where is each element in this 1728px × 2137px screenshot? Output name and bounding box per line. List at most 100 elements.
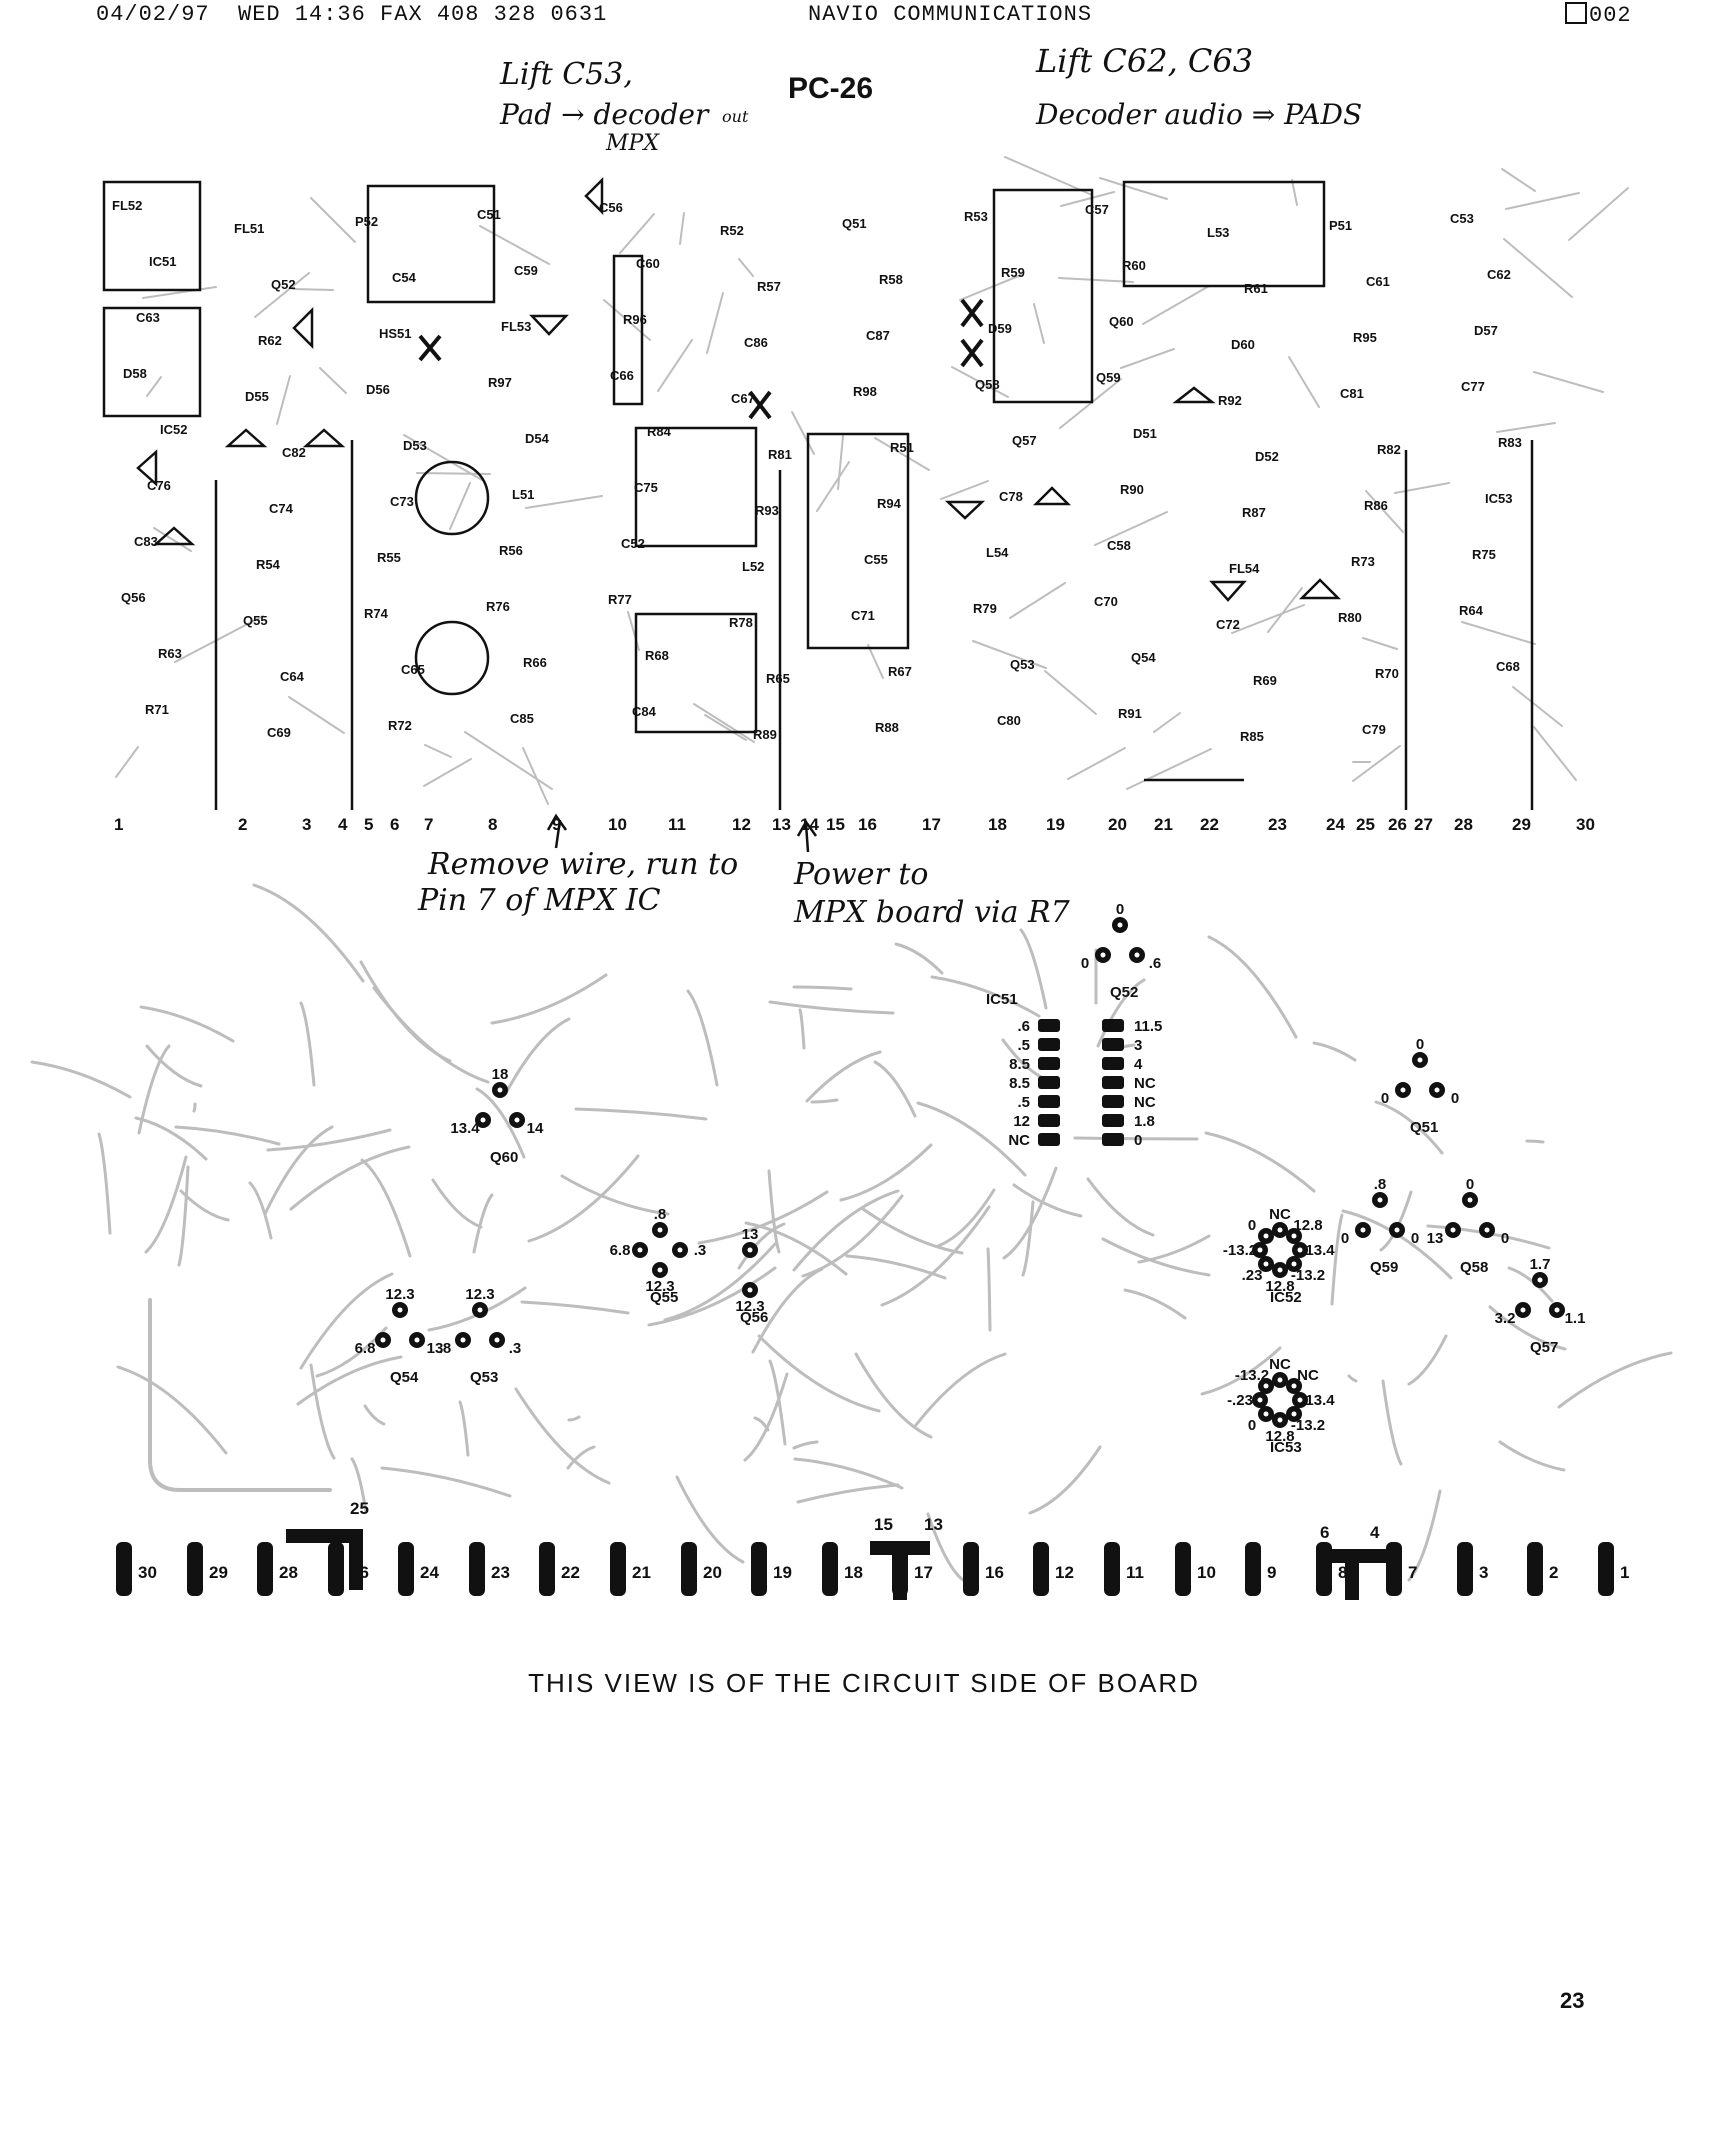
pcb-trace xyxy=(144,1155,188,1254)
note-power-2: MPX board via R7 xyxy=(793,895,1071,930)
arrow-icon xyxy=(796,819,818,853)
pcb-trace xyxy=(1153,712,1181,733)
edge-finger xyxy=(1598,1542,1614,1596)
solder-pad-hole xyxy=(637,1247,643,1253)
pcb-trace xyxy=(520,1300,630,1315)
pcb-trace xyxy=(248,1181,273,1240)
voltage-reading: 12.3 xyxy=(385,1286,414,1303)
voltage-reading: 13.4 xyxy=(1305,1242,1335,1259)
pcb-trace xyxy=(1028,1445,1102,1515)
component-label: Q60 xyxy=(1109,314,1134,329)
transistor-q53-symbol xyxy=(1209,580,1247,602)
solder-pad-hole xyxy=(477,1307,483,1313)
solder-pad-hole xyxy=(1360,1227,1366,1233)
pcb-trace xyxy=(837,435,844,490)
pcb-trace xyxy=(1204,1131,1316,1193)
pcb-trace xyxy=(310,197,356,243)
pin-number: 4 xyxy=(338,815,348,834)
pcb-trace xyxy=(137,1044,171,1135)
pcb-trace xyxy=(1496,422,1556,433)
pcb-trace xyxy=(449,482,471,530)
edge-finger-label: 23 xyxy=(491,1563,510,1582)
pcb-trace xyxy=(1231,604,1305,634)
solder-pad-hole xyxy=(747,1287,753,1293)
pcb-trace xyxy=(1291,179,1298,206)
voltage-reading: NC xyxy=(1297,1367,1319,1384)
component-label: C79 xyxy=(1362,722,1386,737)
note-power-1: Power to xyxy=(793,857,928,892)
solder-pad-hole xyxy=(1394,1227,1400,1233)
voltage-reading: 0 xyxy=(1451,1090,1459,1107)
pcb-trace xyxy=(1505,192,1580,210)
component-label: R74 xyxy=(364,606,389,621)
transistor-q56-symbol xyxy=(944,500,986,520)
edge-finger xyxy=(1245,1542,1261,1596)
transistor-q57-symbol xyxy=(152,526,196,546)
edge-finger-top-label: 25 xyxy=(350,1499,369,1518)
pcb-trace xyxy=(798,1008,806,1050)
voltage-reading: 13 xyxy=(427,1340,444,1357)
test-point-ref: IC52 xyxy=(1270,1289,1302,1306)
ic-pad xyxy=(1102,1095,1124,1108)
solder-pad-hole xyxy=(380,1337,386,1343)
voltage-reading: .6 xyxy=(1149,955,1162,972)
voltage-reading: 0 xyxy=(1501,1230,1509,1247)
component-label: P51 xyxy=(1329,218,1352,233)
component-label: C54 xyxy=(392,270,417,285)
pcb-trace xyxy=(697,1190,829,1245)
pcb-trace xyxy=(1330,1213,1344,1306)
edge-finger-label: 11 xyxy=(1126,1563,1144,1582)
component-label: C87 xyxy=(866,328,890,343)
edge-finger-label: 22 xyxy=(561,1563,580,1582)
component-label: P52 xyxy=(355,214,378,229)
ic51-outline xyxy=(612,254,644,406)
pcb-trace xyxy=(1004,156,1093,196)
pin-number: 2 xyxy=(238,815,247,834)
component-label: C71 xyxy=(851,608,875,623)
component-label: FL51 xyxy=(234,221,264,236)
ic-pin-voltage: 0 xyxy=(1134,1132,1142,1149)
voltage-reading: .3 xyxy=(694,1242,707,1259)
solder-pad-hole xyxy=(1467,1197,1473,1203)
edge-finger-label: 9 xyxy=(1267,1563,1276,1582)
pcb-trace xyxy=(679,212,685,245)
pcb-trace xyxy=(793,1457,904,1490)
component-label: R70 xyxy=(1375,666,1399,681)
component-label: C86 xyxy=(744,335,768,350)
pcb-trace xyxy=(791,411,815,455)
component-label: R59 xyxy=(1001,265,1025,280)
edge-finger-label: 30 xyxy=(138,1563,157,1582)
voltage-reading: 12.8 xyxy=(1265,1278,1294,1295)
component-label: R95 xyxy=(1353,330,1377,345)
pcb-trace xyxy=(1533,726,1577,781)
component-label: R89 xyxy=(753,727,777,742)
component-label: C82 xyxy=(282,445,306,460)
edge-finger-label: 24 xyxy=(420,1563,439,1582)
edge-finger-label: 20 xyxy=(703,1563,722,1582)
voltage-reading: .8 xyxy=(439,1340,452,1357)
component-label: R51 xyxy=(890,440,914,455)
edge-finger-label: 8 xyxy=(1338,1563,1347,1582)
pcb-trace xyxy=(1374,1100,1444,1155)
pcb-trace xyxy=(192,1102,197,1113)
pcb-trace xyxy=(737,1222,786,1270)
component-label: D55 xyxy=(245,389,269,404)
pcb-trace xyxy=(574,1107,708,1121)
component-label: R85 xyxy=(1240,729,1264,744)
component-label: D56 xyxy=(366,382,390,397)
solder-pad-hole xyxy=(747,1247,753,1253)
voltage-reading: 0 xyxy=(1248,1417,1256,1434)
pcb-trace xyxy=(1058,277,1134,283)
component-label: R65 xyxy=(766,671,790,686)
pcb-trace xyxy=(299,1272,394,1370)
note-pad-decoder: Pad → decoder xyxy=(499,98,710,131)
component-label: R96 xyxy=(623,312,647,327)
pcb-trace xyxy=(1525,1139,1545,1144)
edge-finger xyxy=(610,1542,626,1596)
solder-pad-hole xyxy=(1434,1087,1440,1093)
pcb-trace xyxy=(372,986,490,1084)
pcb-trace xyxy=(744,1221,848,1276)
heatsink-hs51-outline xyxy=(1122,180,1326,288)
pcb-trace xyxy=(1060,191,1115,207)
